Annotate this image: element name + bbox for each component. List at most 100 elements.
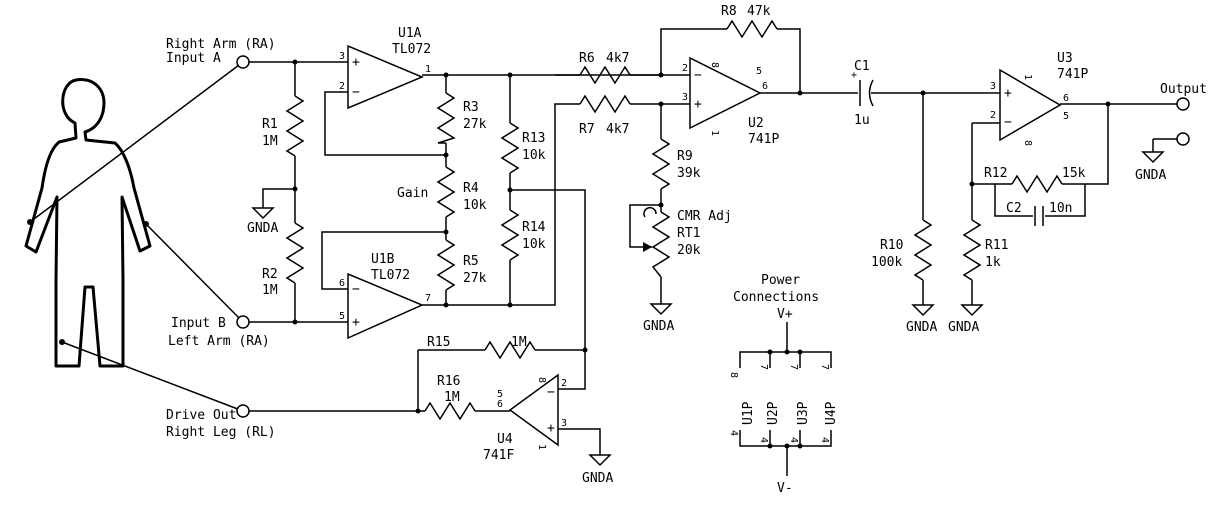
trimmer-rt1[interactable]: CMR Adj RT1 20k [643,206,732,278]
svg-text:R4: R4 [463,181,479,196]
svg-text:R11: R11 [985,238,1008,253]
svg-text:1k: 1k [985,255,1001,270]
svg-text:−: − [547,385,555,400]
svg-text:+: + [851,70,857,81]
svg-text:6: 6 [1063,93,1069,104]
svg-text:4k7: 4k7 [606,122,629,137]
svg-text:5: 5 [1063,111,1069,122]
resistor-r5: R5 27k [436,239,487,291]
resistor-r16: R16 1M [424,374,476,421]
chip-u3p: U3P [796,401,811,425]
svg-text:1: 1 [1022,74,1033,80]
resistor-r2: R2 1M [262,222,305,298]
svg-text:3: 3 [990,81,996,92]
svg-text:3: 3 [339,51,345,62]
svg-text:5: 5 [497,389,503,400]
svg-text:4k7: 4k7 [606,51,629,66]
svg-text:U4: U4 [497,432,513,447]
svg-text:6: 6 [497,399,503,410]
svg-text:GNDA: GNDA [247,221,278,236]
input-a-label: Input A [166,51,221,66]
svg-text:7: 7 [425,293,431,304]
ground-2: GNDA [643,303,674,334]
output-terminal[interactable] [1176,97,1190,111]
svg-text:2: 2 [339,81,345,92]
left-arm-label: Left Arm (RA) [168,334,270,349]
svg-text:R10: R10 [880,238,903,253]
ground-5: GNDA [1135,151,1166,183]
svg-text:10k: 10k [522,237,546,252]
svg-text:6: 6 [339,278,345,289]
electrode-la [143,221,149,227]
svg-text:R12: R12 [984,166,1007,181]
cmr-adj-label: CMR Adj [677,209,732,224]
resistor-r14: R14 10k [500,209,546,261]
opamp-u3: + − 3 2 6 5 1 8 U3 741P [972,51,1088,146]
svg-text:741P: 741P [748,132,779,147]
vminus-label: V- [777,481,793,496]
svg-text:10k: 10k [463,198,487,213]
svg-text:R13: R13 [522,131,545,146]
svg-text:1M: 1M [511,335,527,350]
svg-text:+: + [1004,86,1012,101]
svg-text:R3: R3 [463,100,479,115]
electrode-leads [27,61,244,412]
svg-text:−: − [694,68,702,83]
input-b-terminal[interactable] [236,315,250,329]
power-connections: Power Connections V+ 8 7 7 7 U1P U2P U3P… [728,273,839,496]
svg-text:3: 3 [561,418,567,429]
opamp-u4: − + 2 3 6 5 8 1 U4 741F [483,373,567,463]
output-ground-terminal[interactable] [1176,132,1190,146]
svg-text:R1: R1 [262,117,278,132]
svg-text:GNDA: GNDA [1135,168,1166,183]
svg-text:27k: 27k [463,117,487,132]
svg-text:47k: 47k [747,4,771,19]
svg-text:R9: R9 [677,149,693,164]
drive-out-terminal[interactable] [236,404,250,418]
svg-text:100k: 100k [871,255,902,270]
svg-text:10n: 10n [1049,201,1072,216]
svg-text:−: − [352,282,360,297]
adjust-arrow-icon [643,206,657,218]
resistor-r15: R15 1M [427,335,536,360]
port-output: Output [1160,82,1207,146]
svg-text:C1: C1 [854,59,870,74]
svg-text:GNDA: GNDA [906,320,937,335]
svg-text:5: 5 [339,311,345,322]
svg-text:U3: U3 [1057,51,1073,66]
svg-text:Connections: Connections [733,290,819,305]
svg-text:GNDA: GNDA [582,471,613,486]
svg-text:1: 1 [709,130,720,136]
svg-text:4: 4 [758,437,769,443]
svg-text:U1B: U1B [371,252,395,267]
resistor-r7: R7 4k7 [579,94,631,137]
junctions [292,59,1111,414]
chip-u2p: U2P [766,401,781,425]
svg-text:27k: 27k [463,271,487,286]
svg-text:R15: R15 [427,335,450,350]
svg-text:U1A: U1A [398,26,422,41]
resistor-r4: R4 10k Gain [397,166,487,218]
svg-text:741F: 741F [483,448,514,463]
svg-text:8: 8 [536,377,547,383]
svg-text:GNDA: GNDA [948,320,979,335]
svg-text:2: 2 [682,63,688,74]
opamp-u1b: − + 6 5 7 U1B TL072 [339,252,431,340]
electrode-ra [27,219,33,225]
resistor-r8: R8 47k [721,4,778,39]
svg-text:3: 3 [682,92,688,103]
svg-text:TL072: TL072 [392,42,431,57]
svg-text:8: 8 [709,62,720,68]
svg-text:R5: R5 [463,254,479,269]
ground-4: GNDA [948,304,984,335]
right-leg-label: Right Leg (RL) [166,425,276,440]
resistor-r9: R9 39k [651,138,701,190]
svg-text:1M: 1M [262,283,278,298]
svg-text:2: 2 [990,110,996,121]
input-a-terminal[interactable] [236,55,250,69]
svg-text:7: 7 [758,364,769,370]
svg-text:7: 7 [819,364,830,370]
svg-text:+: + [547,421,555,436]
opamp-u1a: + − 3 2 1 U1A TL072 [339,26,431,110]
drive-out-label: Drive Out [166,408,236,423]
